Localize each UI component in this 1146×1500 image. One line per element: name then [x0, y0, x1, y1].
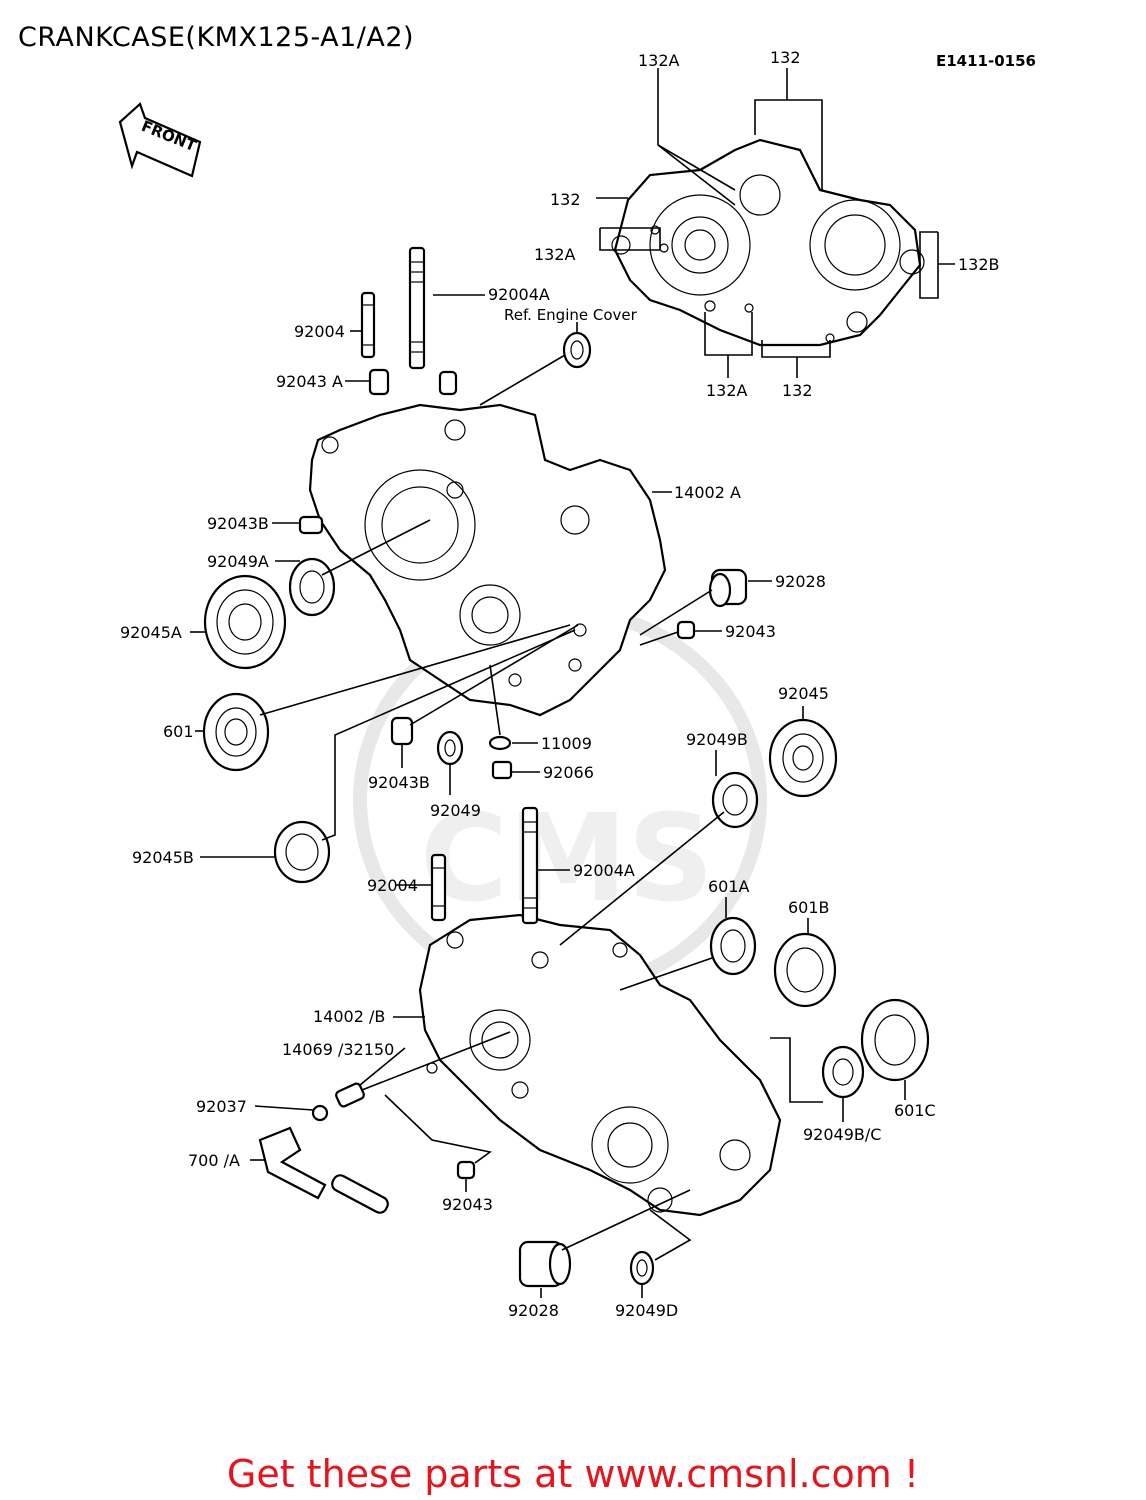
callout-92049a: 92049A [207, 552, 269, 571]
callout-92043-lower: 92043 [442, 1195, 493, 1214]
stud-bolt-92004-upper [360, 291, 376, 359]
leader-lines [190, 294, 906, 1298]
page-title: CRANKCASE(KMX125-A1/A2) [18, 22, 415, 53]
callout-92045a: 92045A [120, 623, 182, 642]
callout-92049bc: 92049B/C [803, 1125, 881, 1144]
callout-132a-left: 132A [534, 245, 576, 264]
seal-92049d [629, 1250, 655, 1286]
stud-bolt-92004a-lower [521, 806, 539, 925]
callout-601b: 601B [788, 898, 830, 917]
dowel-92043b-lower [390, 716, 414, 746]
callout-92028-upper: 92028 [775, 572, 826, 591]
bearing-601b [773, 932, 837, 1008]
callout-132a-top: 132A [638, 51, 680, 70]
dowel-pins-92043a [368, 368, 458, 396]
callout-92004a-lower: 92004A [573, 861, 635, 880]
callout-92004-lower: 92004 [367, 876, 418, 895]
ball-bearing-601 [202, 692, 270, 772]
oil-seal-92049a [288, 557, 336, 617]
bearing-92045b [273, 820, 331, 884]
callout-11009: 11009 [541, 734, 592, 753]
ball-bearing-92045 [768, 718, 838, 798]
callout-700a: 700 /A [188, 1151, 240, 1170]
callout-92004a-upper: 92004A [488, 285, 550, 304]
seal-92049 [436, 730, 464, 766]
oil-seal-92049b [711, 771, 759, 829]
front-arrow-icon: FRONT [118, 102, 202, 178]
hose-700a [258, 1126, 389, 1214]
callout-92066: 92066 [543, 763, 594, 782]
bearing-601a [709, 916, 757, 976]
crankcase-inset-outline [611, 138, 925, 347]
bearing-601c [860, 998, 930, 1082]
callout-601: 601 [163, 722, 194, 741]
callout-92043b-upper: 92043B [207, 514, 269, 533]
callout-132-top: 132 [770, 48, 801, 67]
callout-92043b-lower: 92043B [368, 773, 430, 792]
dowel-92043-right [676, 620, 696, 640]
callout-601c: 601C [894, 1101, 936, 1120]
dowel-92043b-upper [298, 515, 324, 535]
callout-14002b: 14002 /B [313, 1007, 385, 1026]
callout-92028-lower: 92028 [508, 1301, 559, 1320]
bushing-92028-upper [708, 568, 748, 608]
footer-parts-link[interactable]: Get these parts at www.cmsnl.com ! [226, 1452, 920, 1496]
callout-92043-right: 92043 [725, 622, 776, 641]
ref-engine-cover-note: Ref. Engine Cover [504, 306, 638, 324]
ring-11009 [488, 735, 512, 751]
clip-92037 [311, 1104, 329, 1122]
callout-92045: 92045 [778, 684, 829, 703]
stud-bolt-92004a-upper [408, 246, 426, 370]
inset-leader-lines [596, 68, 955, 378]
callout-601a: 601A [708, 877, 750, 896]
callout-14002a: 14002 A [674, 483, 741, 502]
callout-92049: 92049 [430, 801, 481, 820]
fitting-14069 [335, 1082, 365, 1108]
callout-labels: 132A 132 132 132A 132B 132A 132 92004A 9… [120, 48, 1000, 1320]
callout-92004-upper: 92004 [294, 322, 345, 341]
callout-132a-bottom: 132A [706, 381, 748, 400]
callout-132b: 132B [958, 255, 1000, 274]
callout-92037: 92037 [196, 1097, 247, 1116]
ball-bearing-92045a [203, 574, 287, 670]
callout-14069-32150: 14069 /32150 [282, 1040, 394, 1059]
bushing-92028-lower [518, 1240, 572, 1288]
seal-ref-engine-cover [562, 331, 592, 369]
plug-92066 [491, 760, 513, 780]
dowel-92043-lower [456, 1160, 476, 1180]
seal-92049bc [821, 1045, 865, 1099]
callout-92049d: 92049D [615, 1301, 678, 1320]
crankcase-right-14002b [418, 913, 782, 1217]
diagram-code: E1411-0156 [936, 52, 1036, 70]
callout-92049b: 92049B [686, 730, 748, 749]
crankcase-left-14002a [308, 403, 667, 717]
callout-132-left: 132 [550, 190, 581, 209]
callout-92045b: 92045B [132, 848, 194, 867]
stud-bolt-92004-lower [430, 853, 447, 922]
callout-132-bottom: 132 [782, 381, 813, 400]
callout-92043a: 92043 A [276, 372, 343, 391]
